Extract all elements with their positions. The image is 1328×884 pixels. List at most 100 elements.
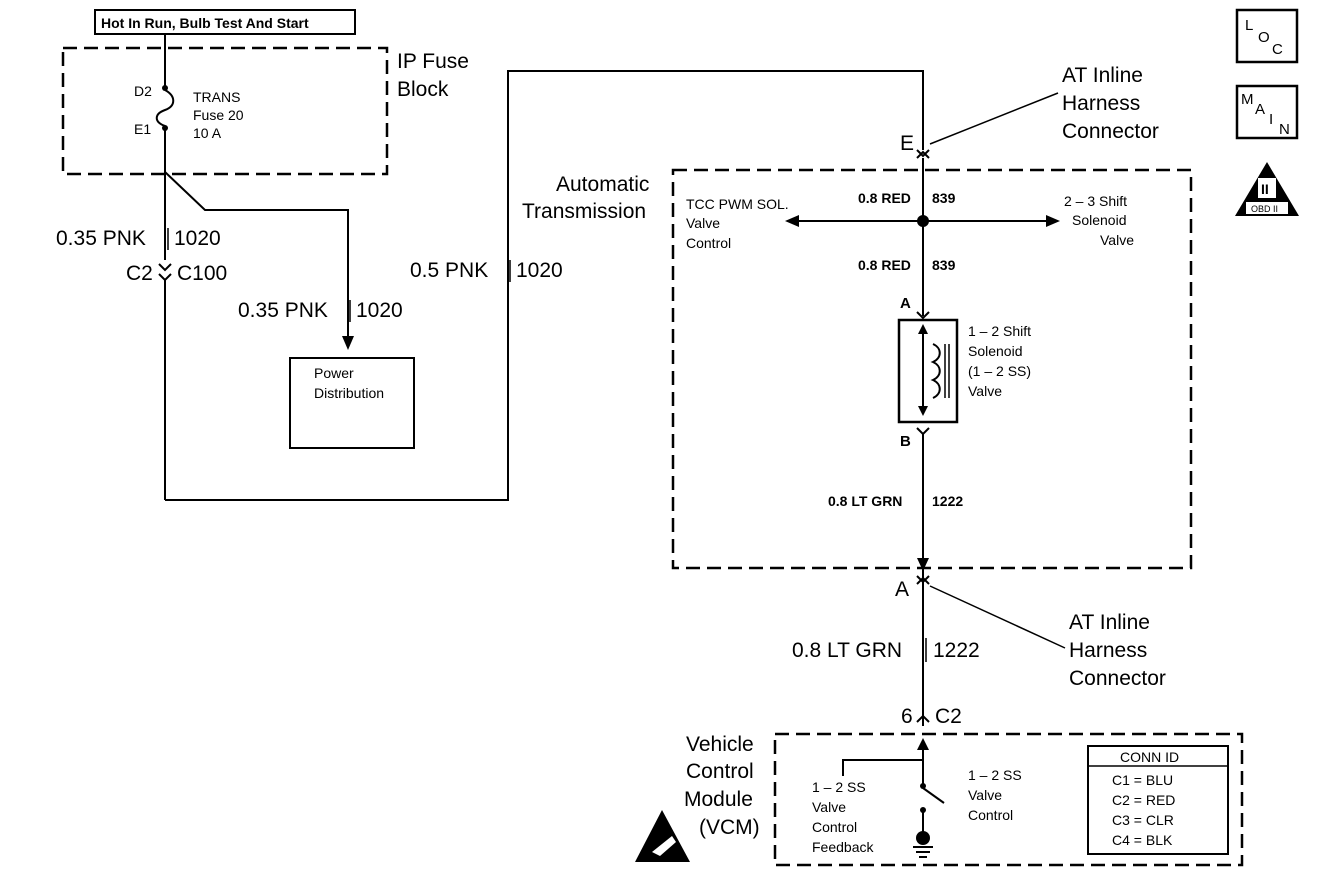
harness-bottom-leader (929, 585, 1066, 649)
vcm-input-arrow (917, 738, 929, 750)
vcm-feedback-line4: Feedback (812, 839, 874, 855)
fuse-symbol (155, 89, 175, 127)
fuse-number: Fuse 20 (193, 107, 244, 123)
conn-id-row-2: C2 = RED (1112, 792, 1175, 808)
grn-outer-circuit-label: 1222 (933, 639, 980, 662)
main-letter-i: I (1269, 111, 1273, 128)
solenoid-pin-a: A (900, 295, 911, 312)
vcm-outline (773, 732, 1244, 867)
vcm-feedback-line2: Valve (812, 799, 846, 815)
conn-id-row-3: C3 = CLR (1112, 812, 1174, 828)
obd-label: OBD II (1251, 204, 1278, 214)
ground-node (916, 831, 930, 845)
harness-bottom-line3: Connector (1069, 667, 1166, 690)
switch-top-dot (920, 783, 926, 789)
ip-fuse-block-title-1: IP Fuse (397, 50, 469, 73)
pin-d2: D2 (134, 83, 152, 99)
tcc-line1: TCC PWM SOL. (686, 196, 789, 212)
c100-connector-symbol (158, 263, 172, 282)
harness-bottom-line1: AT Inline (1069, 611, 1150, 634)
obd-ii-icon[interactable]: II OBD II (1235, 162, 1299, 216)
solenoid-pin-b: B (900, 433, 911, 450)
grn-outer-wire-label: 0.8 LT GRN (792, 639, 902, 662)
vcm-title-3: Module (684, 788, 753, 811)
shift23-line3: Valve (1100, 232, 1134, 248)
solenoid-pin-b-symbol (916, 427, 930, 436)
connector-e-symbol (916, 149, 930, 159)
shift23-arrow (1046, 215, 1060, 227)
conn-id-row-1: C1 = BLU (1112, 772, 1173, 788)
branch-wire (164, 171, 349, 344)
vcm-connector-symbol (916, 714, 930, 723)
branch-arrow (342, 336, 354, 350)
tcc-line3: Control (686, 235, 731, 251)
vcm-feedback-line1: 1 – 2 SS (812, 779, 866, 795)
red-bottom-wire-label: 0.8 RED (858, 257, 911, 273)
vcm-title-1: Vehicle (686, 733, 754, 756)
fuse-name: TRANS (193, 89, 240, 105)
shift12-line4: Valve (968, 383, 1002, 399)
conn-id-row-4: C4 = BLK (1112, 832, 1173, 848)
pnk-loop-wire (165, 70, 924, 501)
connector-c100: C100 (177, 262, 227, 285)
shift12-line3: (1 – 2 SS) (968, 363, 1031, 379)
vcm-title-4: (VCM) (699, 816, 760, 839)
switch-bottom-dot (920, 807, 926, 813)
vcm-conn: C2 (935, 705, 962, 728)
connector-a-pin: A (895, 578, 909, 601)
shift23-line2: Solenoid (1072, 212, 1127, 228)
mid-circuit-label: 1020 (516, 259, 563, 282)
harness-top-line1: AT Inline (1062, 64, 1143, 87)
ip-fuse-block-title-2: Block (397, 78, 449, 101)
harness-bottom-line2: Harness (1069, 639, 1147, 662)
transmission-outline (671, 168, 1193, 570)
power-header: Hot In Run, Bulb Test And Start (101, 15, 309, 31)
left-wire-label: 0.35 PNK (56, 227, 146, 250)
conn-id-title: CONN ID (1120, 749, 1179, 765)
grn-inner-wire-label: 0.8 LT GRN (828, 493, 902, 509)
harness-top-leader (929, 92, 1059, 145)
solenoid-coil (930, 343, 941, 399)
fuse-rating: 10 A (193, 125, 222, 141)
vcm-pin: 6 (901, 705, 913, 728)
connector-c2-left: C2 (126, 262, 153, 285)
harness-top-line2: Harness (1062, 92, 1140, 115)
connector-a-symbol (916, 575, 930, 585)
loc-letter-o: O (1258, 29, 1270, 46)
vcm-title-2: Control (686, 760, 754, 783)
esd-warning-icon (635, 810, 690, 862)
obd-number: II (1261, 181, 1269, 197)
main-icon[interactable]: M A I N (1235, 84, 1299, 140)
branch-wire-label: 0.35 PNK (238, 299, 328, 322)
pin-e1: E1 (134, 121, 151, 137)
main-letter-n: N (1279, 121, 1290, 138)
shift12-line1: 1 – 2 Shift (968, 323, 1031, 339)
pin-d2-dot (162, 85, 168, 91)
tcc-arrow (785, 215, 799, 227)
solenoid-arrow-down (918, 406, 928, 416)
main-letter-a: A (1255, 101, 1265, 118)
power-distribution-line2: Distribution (314, 385, 384, 401)
red-top-circuit-label: 839 (932, 190, 956, 206)
transmission-title-2: Transmission (522, 200, 646, 223)
power-header-box (94, 9, 356, 35)
left-circuit-label: 1020 (174, 227, 221, 250)
switch-blade (922, 787, 945, 804)
tcc-line2: Valve (686, 215, 720, 231)
vcm-control-line2: Valve (968, 787, 1002, 803)
power-distribution-box (289, 357, 415, 449)
red-top-wire-label: 0.8 RED (858, 190, 911, 206)
mid-wire-label: 0.5 PNK (410, 259, 488, 282)
red-bottom-circuit-label: 839 (932, 257, 956, 273)
solenoid-pin-a-symbol (916, 311, 930, 320)
main-letter-m: M (1241, 91, 1254, 108)
solenoid-box (897, 318, 959, 424)
pin-e1-dot (162, 125, 168, 131)
loc-icon[interactable]: L O C (1235, 8, 1299, 64)
vcm-feedback-tap (842, 759, 923, 776)
esd-hand (652, 836, 676, 856)
grn-arrow (917, 558, 929, 571)
transmission-title-1: Automatic (556, 173, 649, 196)
connector-e-pin: E (900, 132, 914, 155)
